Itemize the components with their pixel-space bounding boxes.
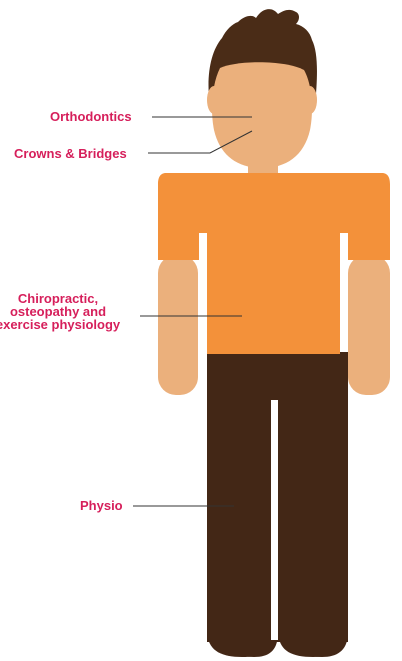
orthodontics-label: Orthodontics <box>50 110 132 123</box>
crowns-bridges-label: Crowns & Bridges <box>14 147 127 160</box>
head <box>212 62 312 168</box>
leg-gap <box>271 400 278 640</box>
physio-label: Physio <box>80 499 123 512</box>
left-arm <box>158 255 198 395</box>
pants-right-leg <box>278 352 348 642</box>
chiropractic-label-line-3: exercise physiology <box>0 318 140 331</box>
pants-left-leg <box>207 352 278 642</box>
right-arm <box>348 255 390 395</box>
chiropractic-label: Chiropractic, osteopathy and exercise ph… <box>0 292 140 331</box>
